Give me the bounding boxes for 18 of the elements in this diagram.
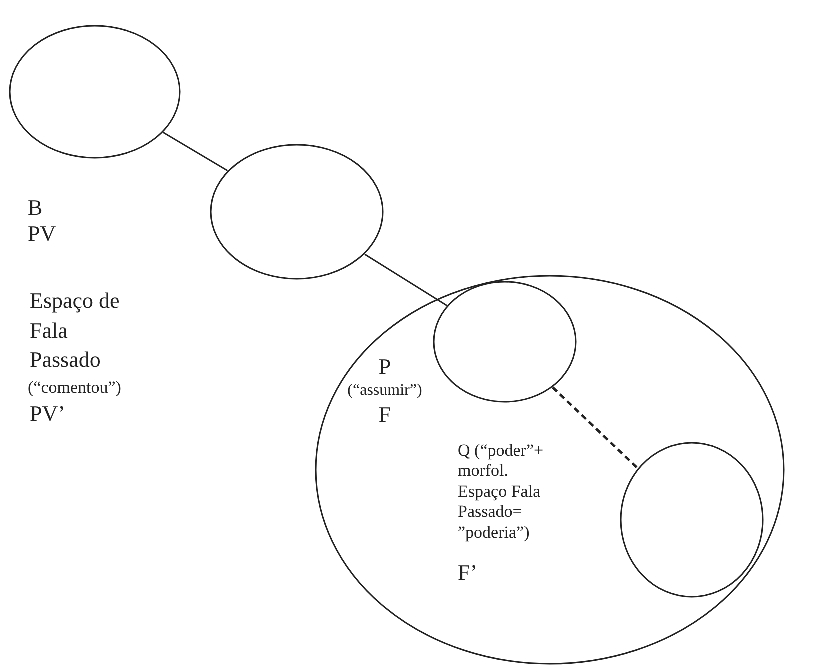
space-label: B <box>28 195 44 222</box>
space-circle <box>433 281 577 403</box>
space-label: (“assumir”) <box>346 381 424 400</box>
connector-line <box>364 254 448 306</box>
connector-line <box>163 132 228 172</box>
space-circle <box>210 144 384 280</box>
dashed-connector <box>552 386 639 470</box>
space-label: F’ <box>458 560 479 586</box>
space-circle <box>9 25 181 159</box>
space-circle <box>315 275 785 665</box>
space-label: P <box>378 354 392 380</box>
space-circle <box>620 442 764 598</box>
space-label: (“comentou”) <box>28 378 122 398</box>
space-label: F <box>378 402 392 428</box>
space-label: PV’ <box>30 401 66 428</box>
space-label: PV <box>28 221 58 248</box>
space-label: Q (“poder”+ morfol. Espaço Fala Passado= ”poderia”) <box>458 441 545 543</box>
space-label: Espaço de Fala Passado <box>30 287 121 374</box>
